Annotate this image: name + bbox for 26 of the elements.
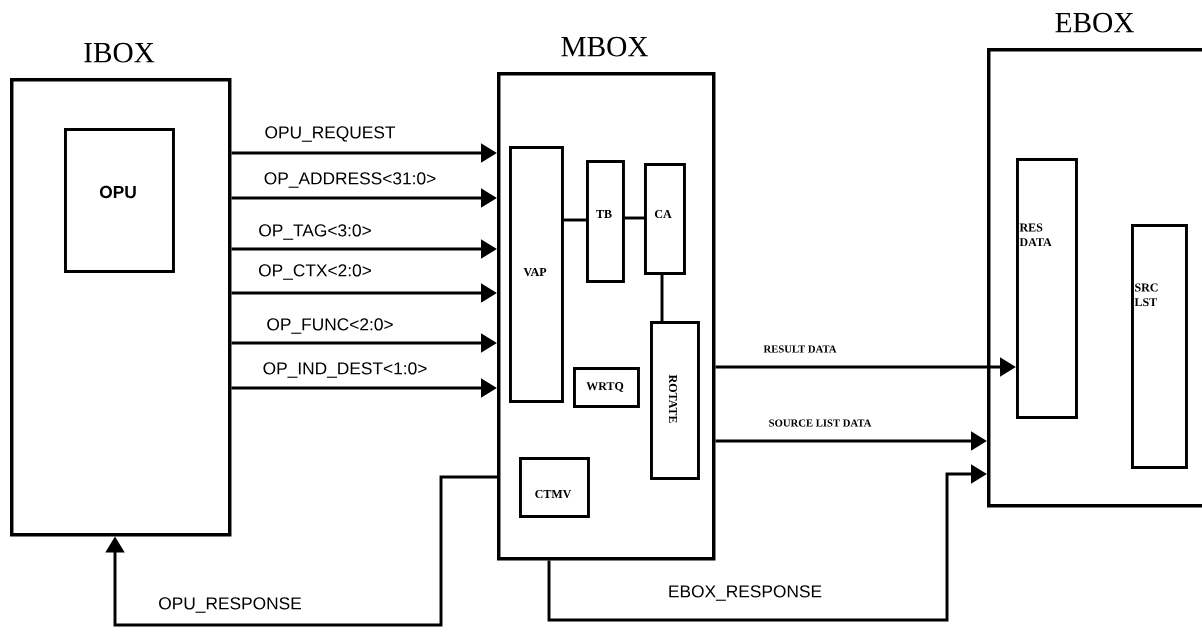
- signal-label: EBOX_RESPONSE: [669, 585, 822, 601]
- unit-box: WRTQ: [573, 367, 640, 408]
- connector-line: [563, 218, 586, 222]
- unit-box: OPU: [64, 128, 175, 273]
- signal-label: OP_CTX<2:0>: [259, 264, 371, 280]
- signal-label: OP_ADDRESS<31:0>: [264, 172, 436, 188]
- connector-line: [624, 216, 644, 220]
- signal-label: OPU_REQUEST: [265, 126, 396, 142]
- arrow: [105, 475, 497, 627]
- unit-box: CTMV: [519, 457, 590, 518]
- unit-box: VAP: [509, 146, 564, 403]
- connector-line: [660, 274, 664, 321]
- signal-label: OP_TAG<3:0>: [259, 224, 371, 240]
- signal-label: RESULT DATA: [763, 345, 837, 353]
- signal-label: OPU_RESPONSE: [159, 597, 301, 613]
- block-title: IBOX: [84, 42, 155, 63]
- unit-box: ROTATE: [650, 321, 700, 480]
- signal-label: OP_IND_DEST<1:0>: [263, 362, 427, 378]
- block-title: EBOX: [1055, 12, 1134, 33]
- unit-box: SRC LST: [1131, 224, 1188, 469]
- signal-label: SOURCE LIST DATA: [769, 419, 872, 427]
- unit-box: RES DATA: [1016, 158, 1078, 419]
- unit-box: CA: [644, 163, 686, 275]
- unit-box: TB: [586, 160, 625, 283]
- block-title: MBOX: [561, 36, 648, 57]
- signal-label: OP_FUNC<2:0>: [267, 318, 393, 334]
